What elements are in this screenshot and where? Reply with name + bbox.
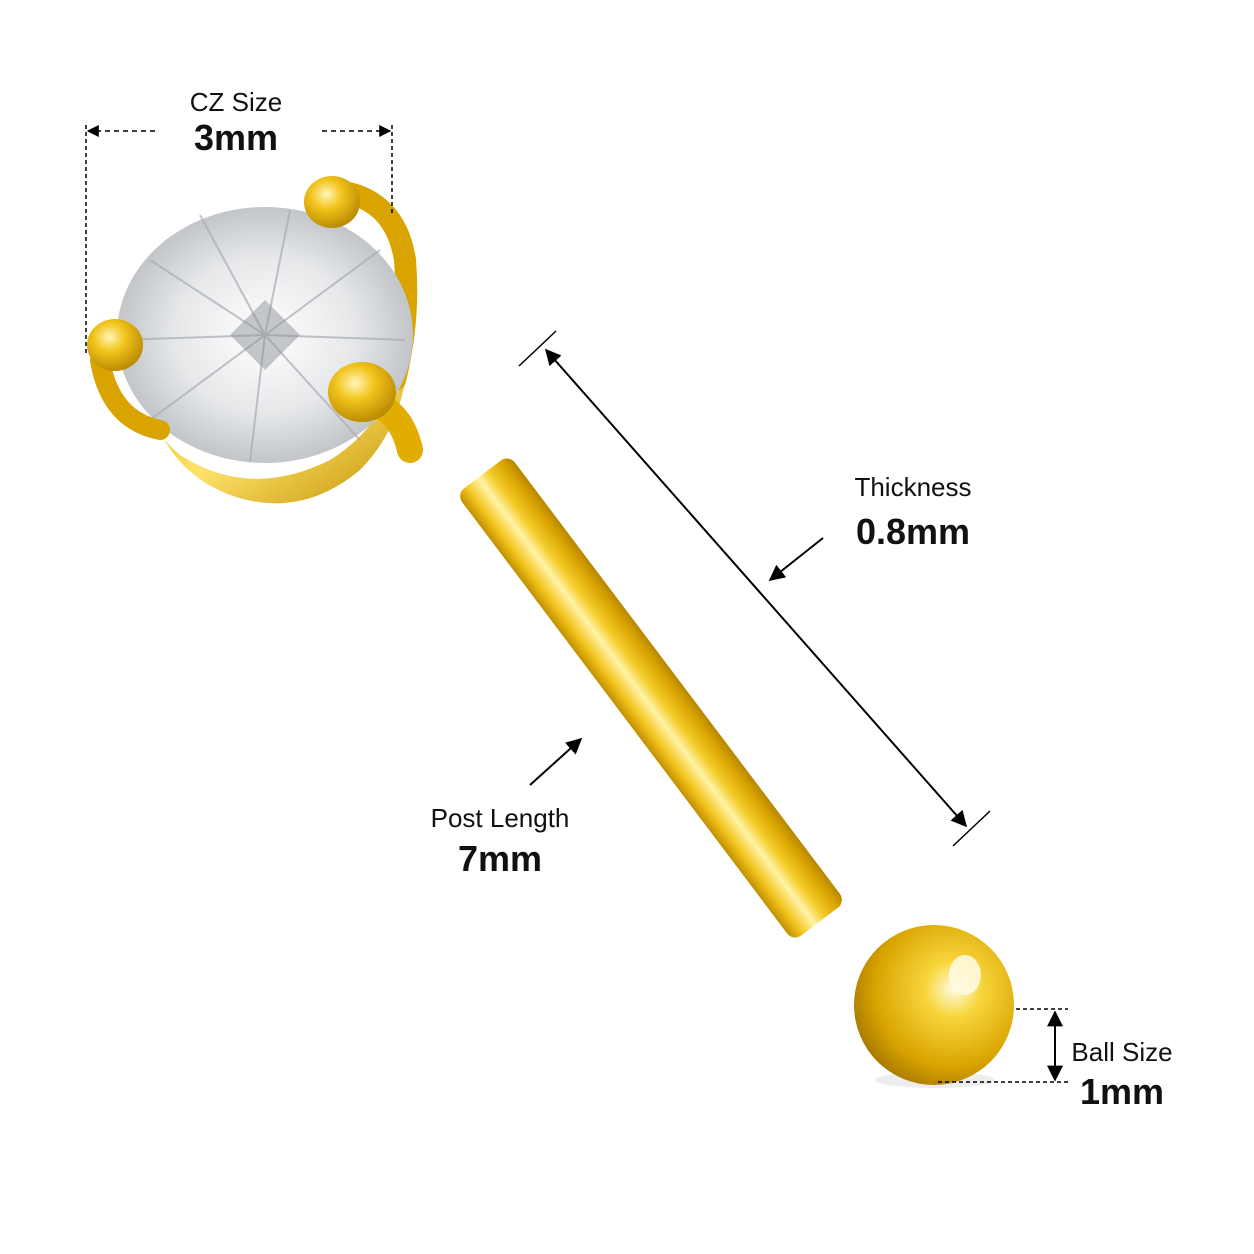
cz-size-label: CZ Size: [189, 87, 283, 117]
post-length-pointer: [529, 737, 583, 786]
post-length-label: Post Length: [430, 803, 570, 833]
ball-size-value: 1mm: [1079, 1071, 1165, 1112]
length-dimension: [518, 330, 991, 847]
ball-size-dimension: [938, 1008, 1068, 1083]
prongs: [87, 176, 423, 463]
cz-size-dimension: [85, 125, 393, 355]
thickness-value: 0.8mm: [855, 511, 971, 552]
thickness-pointer: [768, 537, 824, 581]
cz-size-value: 3mm: [193, 117, 279, 158]
thickness-label: Thickness: [854, 472, 972, 502]
ball-end: [854, 925, 1014, 1088]
post-length-value: 7mm: [457, 838, 543, 879]
ball-size-label: Ball Size: [1071, 1037, 1173, 1067]
